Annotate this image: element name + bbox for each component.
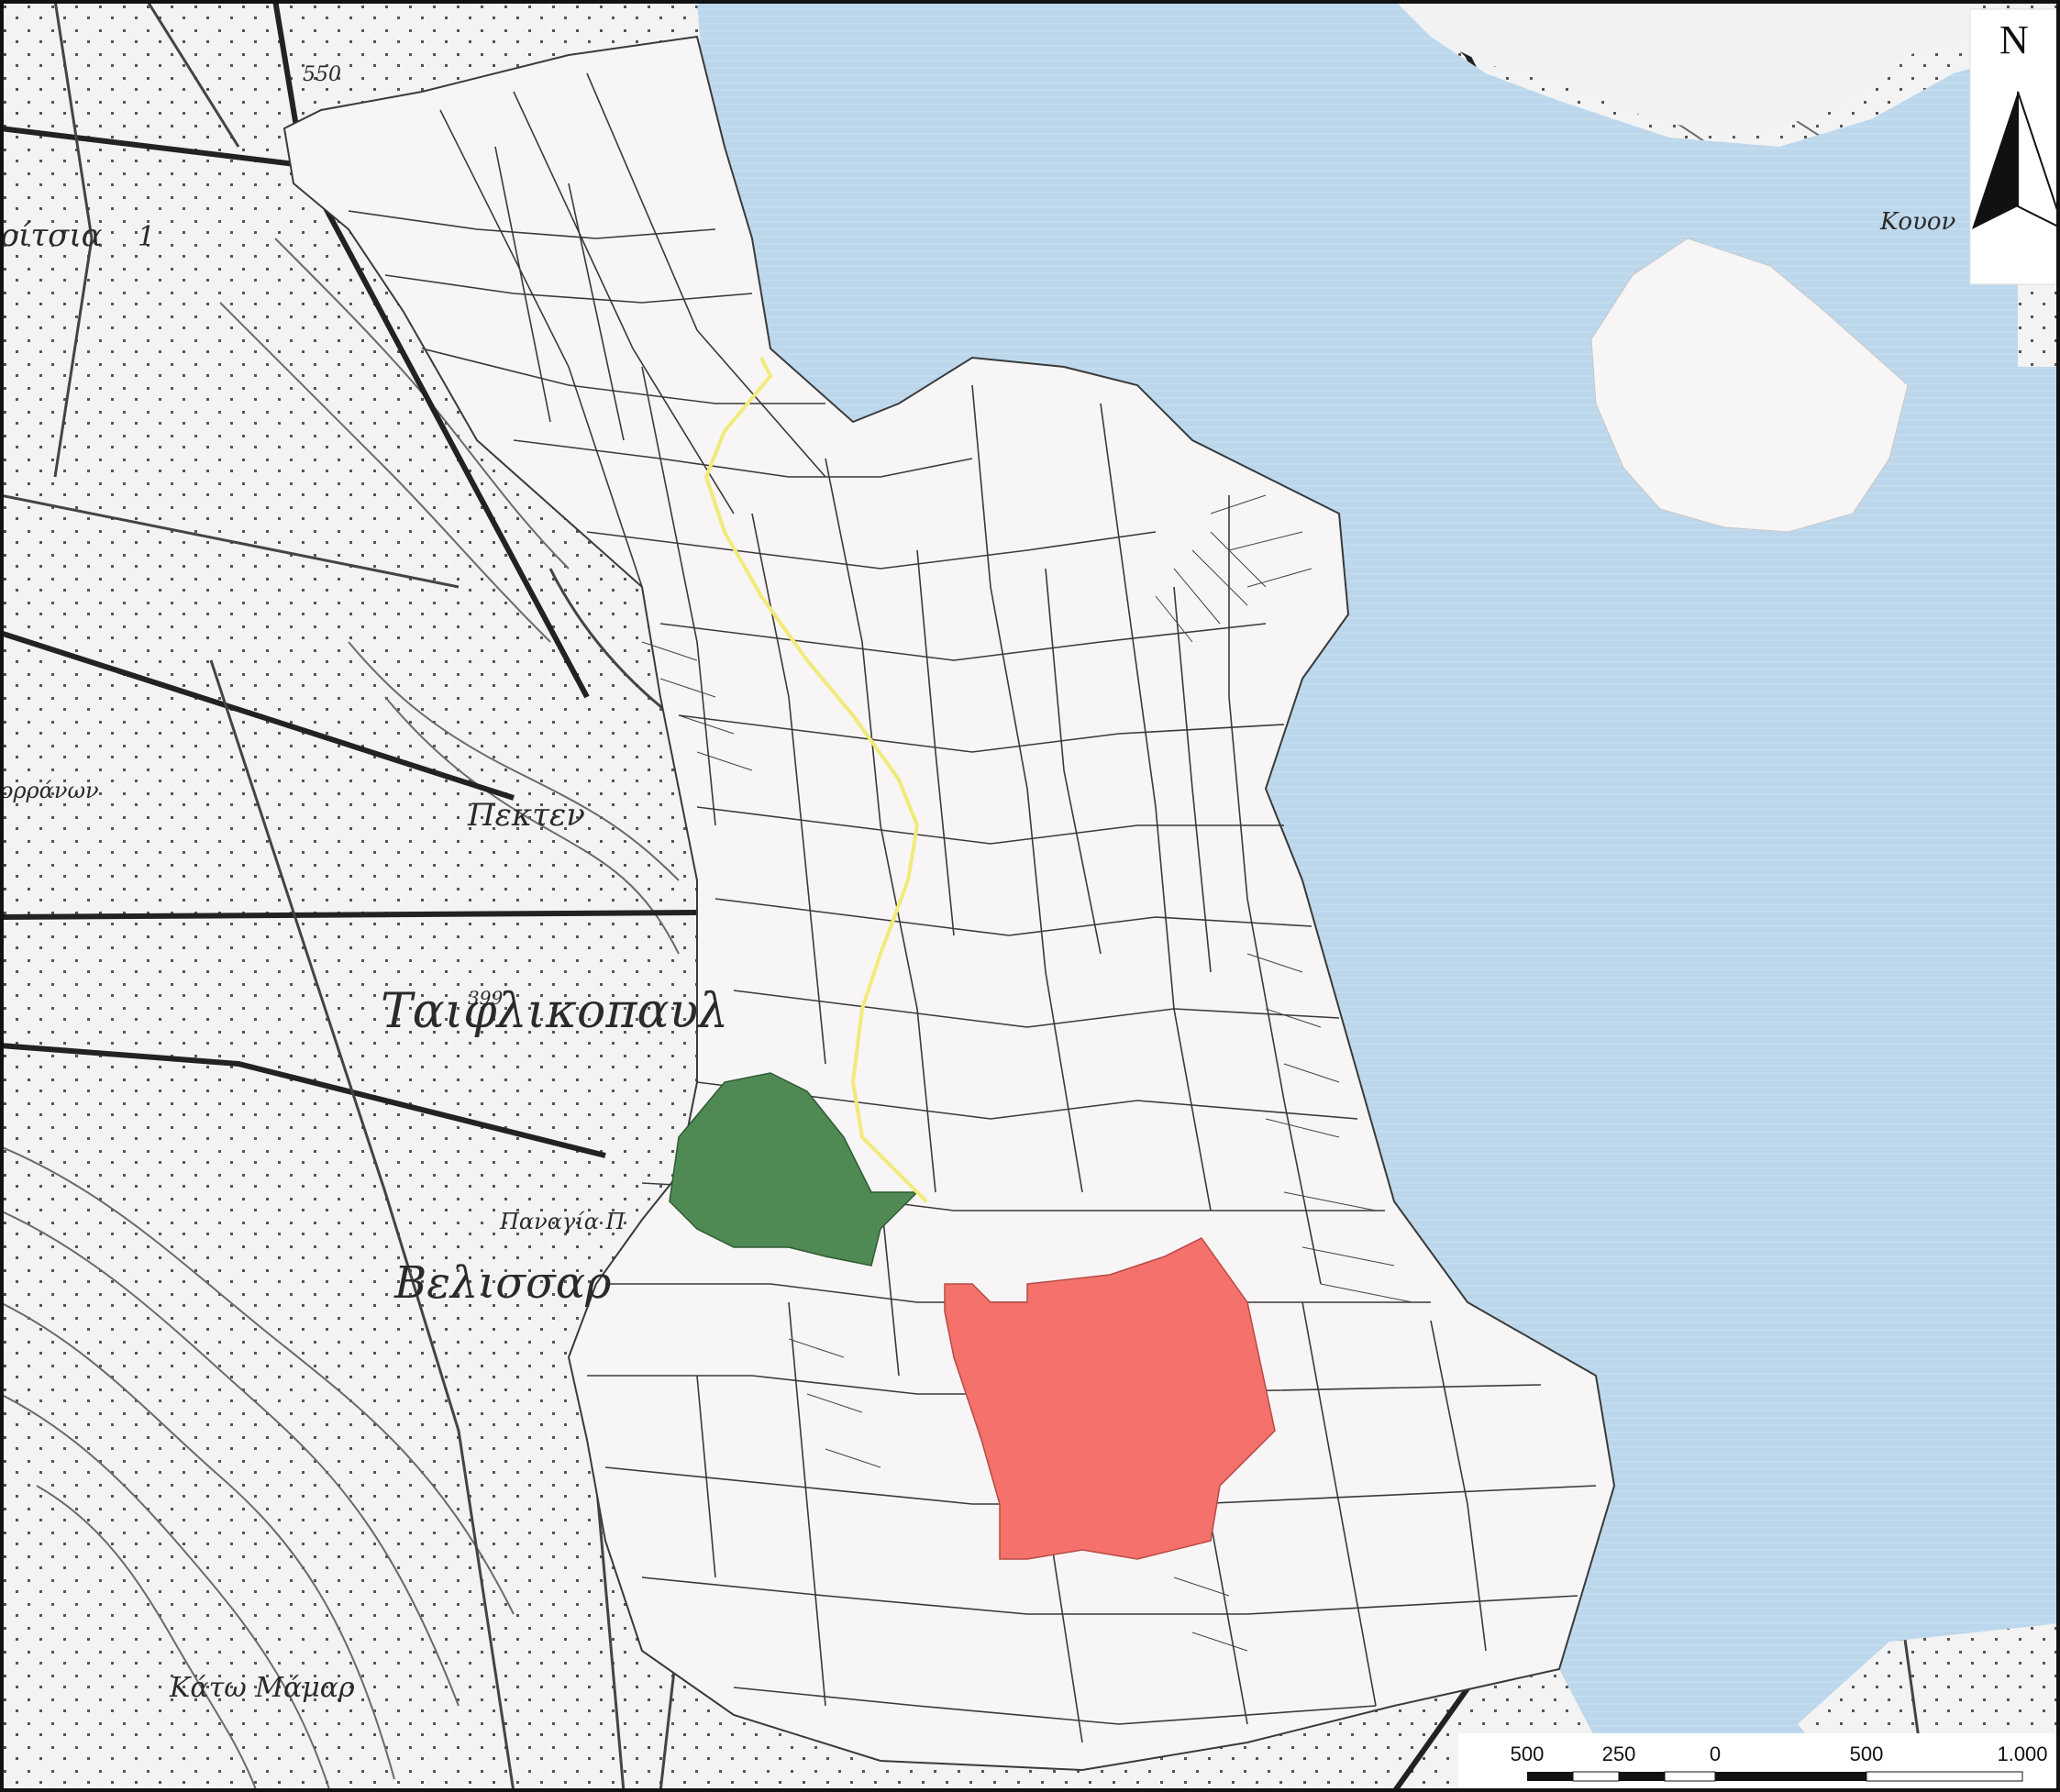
place-label-parmanon: ορράνων <box>0 778 99 803</box>
scale-bar: 500 250 0 500 1.000 <box>1458 1733 2060 1792</box>
north-letter: N <box>1999 17 2029 62</box>
highlighted-parcel-red[interactable] <box>944 1237 1276 1560</box>
coast-strip <box>697 0 1981 138</box>
scale-label: 1.000 <box>1997 1742 2047 1765</box>
place-label-pekten: Πεκτεν <box>467 797 585 834</box>
scale-label: 250 <box>1602 1742 1636 1765</box>
place-label-koyon: Κουον <box>1879 208 1956 236</box>
cadastral-area[interactable] <box>282 35 1616 1772</box>
place-label-panagia: Παναγία Π <box>499 1209 626 1234</box>
highlighted-parcel-green[interactable] <box>669 1072 919 1267</box>
north-arrow-icon: N <box>1969 8 2060 285</box>
yellow-route[interactable] <box>703 357 928 1203</box>
scale-label: 500 <box>1511 1742 1545 1765</box>
place-label-pitsia: ρίτσια <box>0 217 103 254</box>
parcel-lines <box>348 72 1597 1743</box>
elevation-label: 550 <box>303 63 341 86</box>
island-parcel[interactable] <box>1590 238 1909 533</box>
place-label-velissar: Βελισσαρ <box>393 1257 611 1309</box>
place-label-taiflikopaul: Ταιφλικοπαυλ <box>381 984 728 1039</box>
scale-label: 0 <box>1710 1742 1721 1765</box>
scale-label: 500 <box>1850 1742 1884 1765</box>
elevation-label: 399 <box>468 987 503 1009</box>
place-label-kata-mamara: Κάτω Μάμαρ <box>169 1672 355 1704</box>
elevation-label: 1 <box>138 221 155 253</box>
